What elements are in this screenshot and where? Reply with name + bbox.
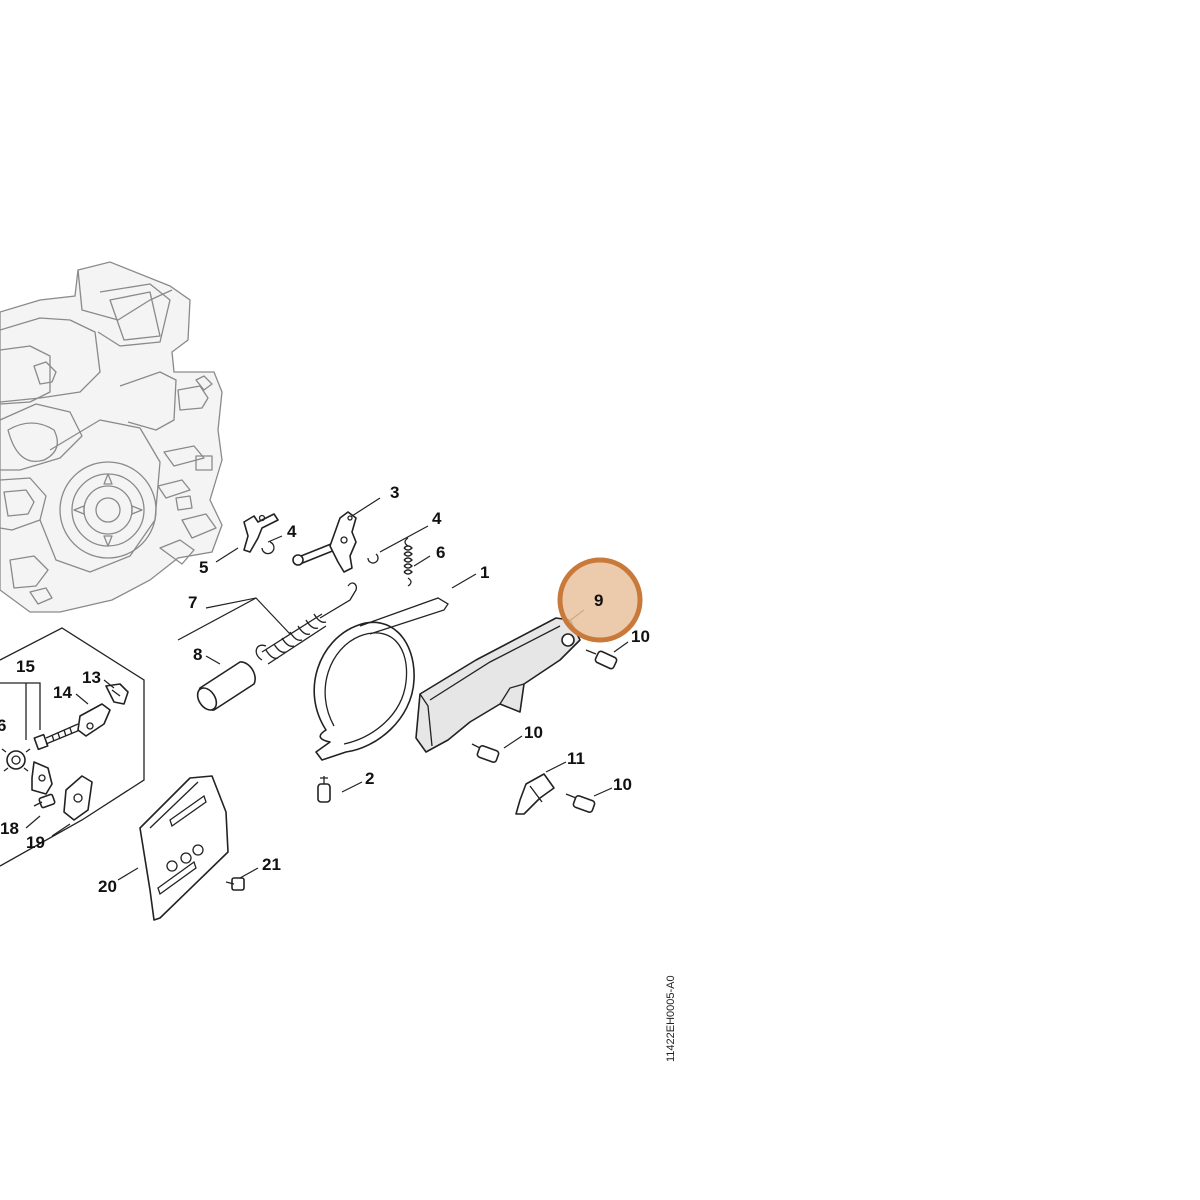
part-19-cover [63,775,93,821]
label-1[interactable]: 1 [480,563,489,582]
part-10-screw-b [471,743,500,764]
part-13-clip [105,683,129,705]
part-10-screw-c [565,793,596,814]
part-10-screw-a [585,649,618,670]
label-8[interactable]: 8 [193,645,202,664]
part-3-lever-assembly [292,511,357,573]
part-6-spring [403,537,413,587]
label-15[interactable]: 15 [16,657,35,676]
label-7[interactable]: 7 [188,593,197,612]
label-11[interactable]: 11 [567,749,585,768]
part-18-screw [33,793,56,809]
label-14[interactable]: 14 [53,683,72,702]
label-5[interactable]: 5 [199,558,208,577]
label-4-right[interactable]: 4 [432,509,442,528]
part-14-slider [77,703,111,737]
part-8-sleeve [196,661,256,711]
part-4-e-clip-left [261,541,275,555]
engine-housing-drawing [0,261,223,613]
label-9[interactable]: 9 [594,591,603,610]
part-15-adjusting-screw [0,682,81,751]
part-21-screw [225,877,245,891]
label-18[interactable]: 18 [0,819,19,838]
label-6-inset[interactable]: 6 [0,716,6,735]
label-10-c[interactable]: 10 [613,775,632,794]
drawing-code: 11422EH0005-A0 [665,975,677,1062]
label-13[interactable]: 13 [82,668,101,687]
part-5-lever [243,513,279,553]
label-10-b[interactable]: 10 [524,723,543,742]
label-10-a[interactable]: 10 [631,627,650,646]
label-2[interactable]: 2 [365,769,374,788]
part-17-plate [31,761,53,795]
part-1-brake-band [313,597,449,761]
label-21[interactable]: 21 [262,855,281,874]
part-7-tension-spring [255,582,358,665]
label-3[interactable]: 3 [390,483,399,502]
label-4-left[interactable]: 4 [287,522,297,541]
leader-lines [25,497,629,881]
part-2-screw [317,776,331,803]
inset-box [0,627,145,867]
part-9-cover [415,617,581,753]
label-6[interactable]: 6 [436,543,445,562]
label-20[interactable]: 20 [98,877,117,896]
label-19[interactable]: 19 [26,833,45,852]
part-labels: 1 2 3 4 4 5 6 6 7 8 9 10 10 10 11 13 14 … [0,483,650,896]
highlight-marker[interactable] [557,557,643,643]
part-4-e-clip-right [367,553,379,564]
part-16-gear [1,748,31,772]
part-11-bracket [515,773,555,815]
part-20-guide-plate [139,775,229,921]
